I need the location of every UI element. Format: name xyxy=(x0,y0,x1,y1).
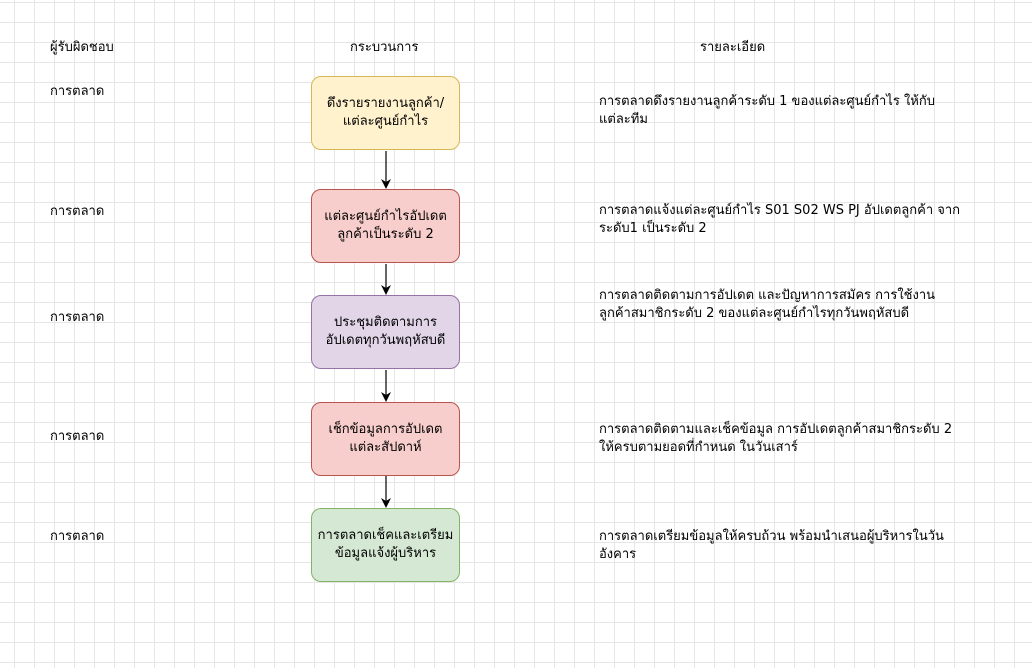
process-step-2[interactable]: แต่ละศูนย์กำไรอัปเดตลูกค้าเป็นระดับ 2 xyxy=(311,189,460,263)
detail-text: การตลาดติดตามและเช็คข้อมูล การอัปเดตลูกค… xyxy=(599,422,953,455)
process-step-3[interactable]: ประชุมติดตามการอัปเดตทุกวันพฤหัสบดี xyxy=(311,295,460,369)
process-step-5[interactable]: การตลาดเช็คและเตรียมข้อมูลแจ้งผู้บริหาร xyxy=(311,508,460,582)
header-detail: รายละเอียด xyxy=(700,40,766,55)
process-step-4[interactable]: เช็กข้อมูลการอัปเดตแต่ละสัปดาห์ xyxy=(311,402,460,476)
role-label: การตลาด xyxy=(50,310,105,325)
detail-text: การตลาดดึงรายงานลูกค้าระดับ 1 ของแต่ละศู… xyxy=(599,94,935,127)
role-label: การตลาด xyxy=(50,204,105,219)
detail-text: การตลาดติดตามการอัปเดต และปัญหาการสมัคร … xyxy=(599,288,936,321)
header-process: กระบวนการ xyxy=(350,40,419,55)
header-responsible: ผู้รับผิดชอบ xyxy=(50,40,114,55)
role-label: การตลาด xyxy=(50,84,105,99)
role-label: การตลาด xyxy=(50,529,105,544)
detail-text: การตลาดแจ้งแต่ละศูนย์กำไร S01 S02 WS PJ … xyxy=(599,203,961,236)
process-step-1[interactable]: ดึงรายรายงานลูกค้า/แต่ละศูนย์กำไร xyxy=(311,76,460,150)
detail-text: การตลาดเตรียมข้อมูลให้ครบถ้วน พร้อมนำเสน… xyxy=(599,529,944,562)
role-label: การตลาด xyxy=(50,429,105,444)
